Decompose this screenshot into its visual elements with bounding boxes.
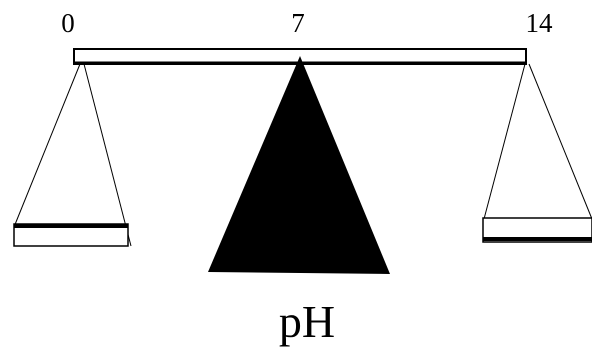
right-pan-string-outer	[528, 63, 592, 220]
scale-label-7: 7	[291, 8, 305, 38]
left-pan-string-inner	[83, 63, 132, 247]
left-pan-string-outer	[13, 63, 81, 228]
scale-label-0: 0	[61, 8, 75, 38]
fulcrum-triangle	[208, 56, 390, 274]
right-pan-string-inner	[483, 63, 526, 220]
scale-label-14: 14	[526, 8, 554, 38]
ph-label: pH	[279, 296, 335, 347]
